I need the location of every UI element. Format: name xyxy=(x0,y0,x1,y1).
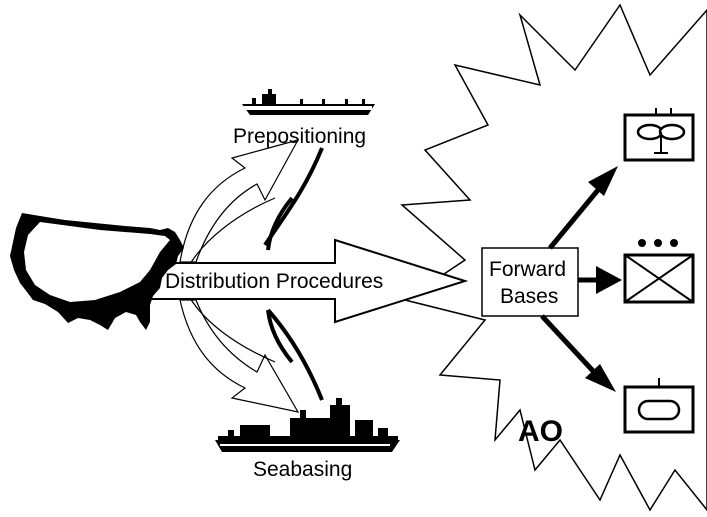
aviation-unit-symbol-icon xyxy=(623,108,695,162)
distribution-procedures-arrow xyxy=(147,238,469,324)
seabasing-arrow xyxy=(179,299,324,413)
infantry-unit-symbol-icon xyxy=(623,239,695,304)
armor-unit-symbol-icon xyxy=(623,378,695,434)
unit-arrows xyxy=(540,166,622,392)
warship-icon xyxy=(215,398,400,452)
cargo-ship-icon xyxy=(242,89,375,115)
prepositioning-label: Prepositioning xyxy=(233,125,366,148)
us-map-highlight xyxy=(24,222,170,302)
middle-lower-ribbon xyxy=(189,297,294,364)
prepositioning-arrow xyxy=(179,139,324,263)
forward-bases-label-line2: Bases xyxy=(500,285,558,308)
distribution-procedures-label: Distribution Procedures xyxy=(165,270,383,293)
forward-bases-label-line1: Forward xyxy=(489,258,566,281)
seabasing-label: Seabasing xyxy=(253,458,352,481)
ao-label: AO xyxy=(518,415,563,448)
middle-upper-ribbon xyxy=(189,196,294,265)
